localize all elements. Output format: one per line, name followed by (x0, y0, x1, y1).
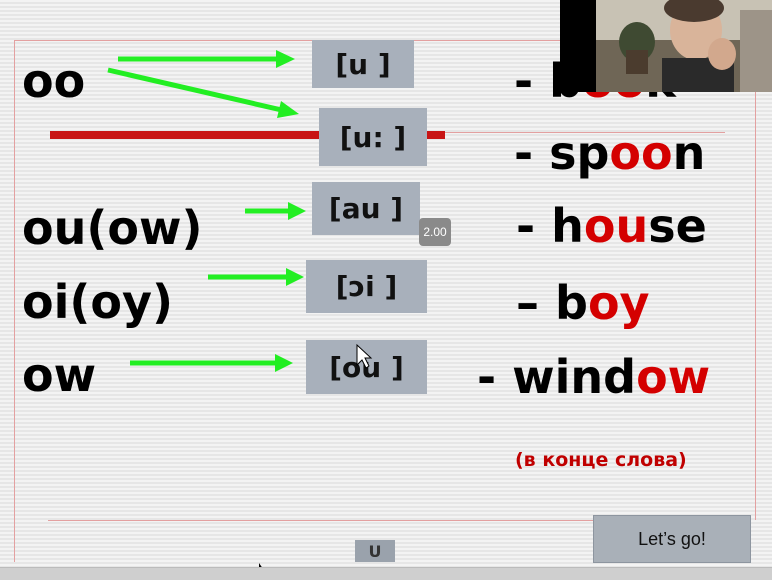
slide-divider-bottom (48, 520, 593, 521)
example-dash: – (516, 276, 556, 330)
phonetic-box-u-long: [u: ] (319, 108, 427, 166)
phonetic-box-ou: [ou ] (306, 340, 427, 394)
phonetic-box-au: [au ] (312, 182, 420, 235)
webcam-video-frame (596, 0, 772, 92)
example-dash: - (514, 54, 550, 108)
word-part: n (672, 126, 706, 180)
letters-oi-oy: oi(oy) (22, 275, 174, 329)
word-highlight: oy (587, 276, 650, 330)
letters-oo: oo (22, 54, 86, 108)
arrow-oi-head (286, 268, 304, 286)
end-of-word-note: (в конце слова) (515, 449, 687, 471)
example-dash: - (516, 199, 552, 253)
letters-ou-ow: ou(ow) (22, 201, 203, 255)
arrow-ou-head (288, 202, 306, 220)
word-part: wind (512, 350, 637, 404)
example-word-house: - house (516, 203, 707, 249)
lets-go-button[interactable]: Let’s go! (593, 515, 751, 563)
phonetic-box-oi: [ɔi ] (306, 260, 427, 313)
slide-frame-left (14, 40, 15, 562)
example-word-spoon: - spoon (514, 130, 705, 176)
word-part: sp (549, 126, 610, 180)
word-highlight: ou (583, 199, 649, 253)
example-word-boy: – boy (516, 280, 650, 326)
example-dash: - (514, 126, 550, 180)
word-part: se (648, 199, 707, 253)
arrow-oo-long-head (277, 101, 299, 118)
letters-ow: ow (22, 348, 97, 402)
arrow-oo-short-head (276, 50, 295, 68)
slide-frame-right (755, 40, 756, 520)
word-part: h (551, 199, 584, 253)
red-underline-bar (50, 131, 445, 139)
slide-divider-top (440, 132, 725, 133)
arrow-ow-head (275, 354, 293, 372)
arrow-oo-long (107, 67, 287, 114)
word-highlight: oo (609, 126, 673, 180)
phonetic-box-u-short: [u ] (312, 40, 414, 88)
webcam-feed (560, 0, 772, 92)
example-word-window: - window (477, 354, 710, 400)
person-hand (708, 38, 736, 70)
slide-nav-button[interactable]: U (355, 540, 395, 562)
example-dash: - (477, 350, 513, 404)
playback-speed-badge[interactable]: 2.00 (419, 218, 451, 246)
word-part: b (555, 276, 588, 330)
player-bottom-bar[interactable] (0, 567, 772, 580)
word-highlight: ow (636, 350, 711, 404)
